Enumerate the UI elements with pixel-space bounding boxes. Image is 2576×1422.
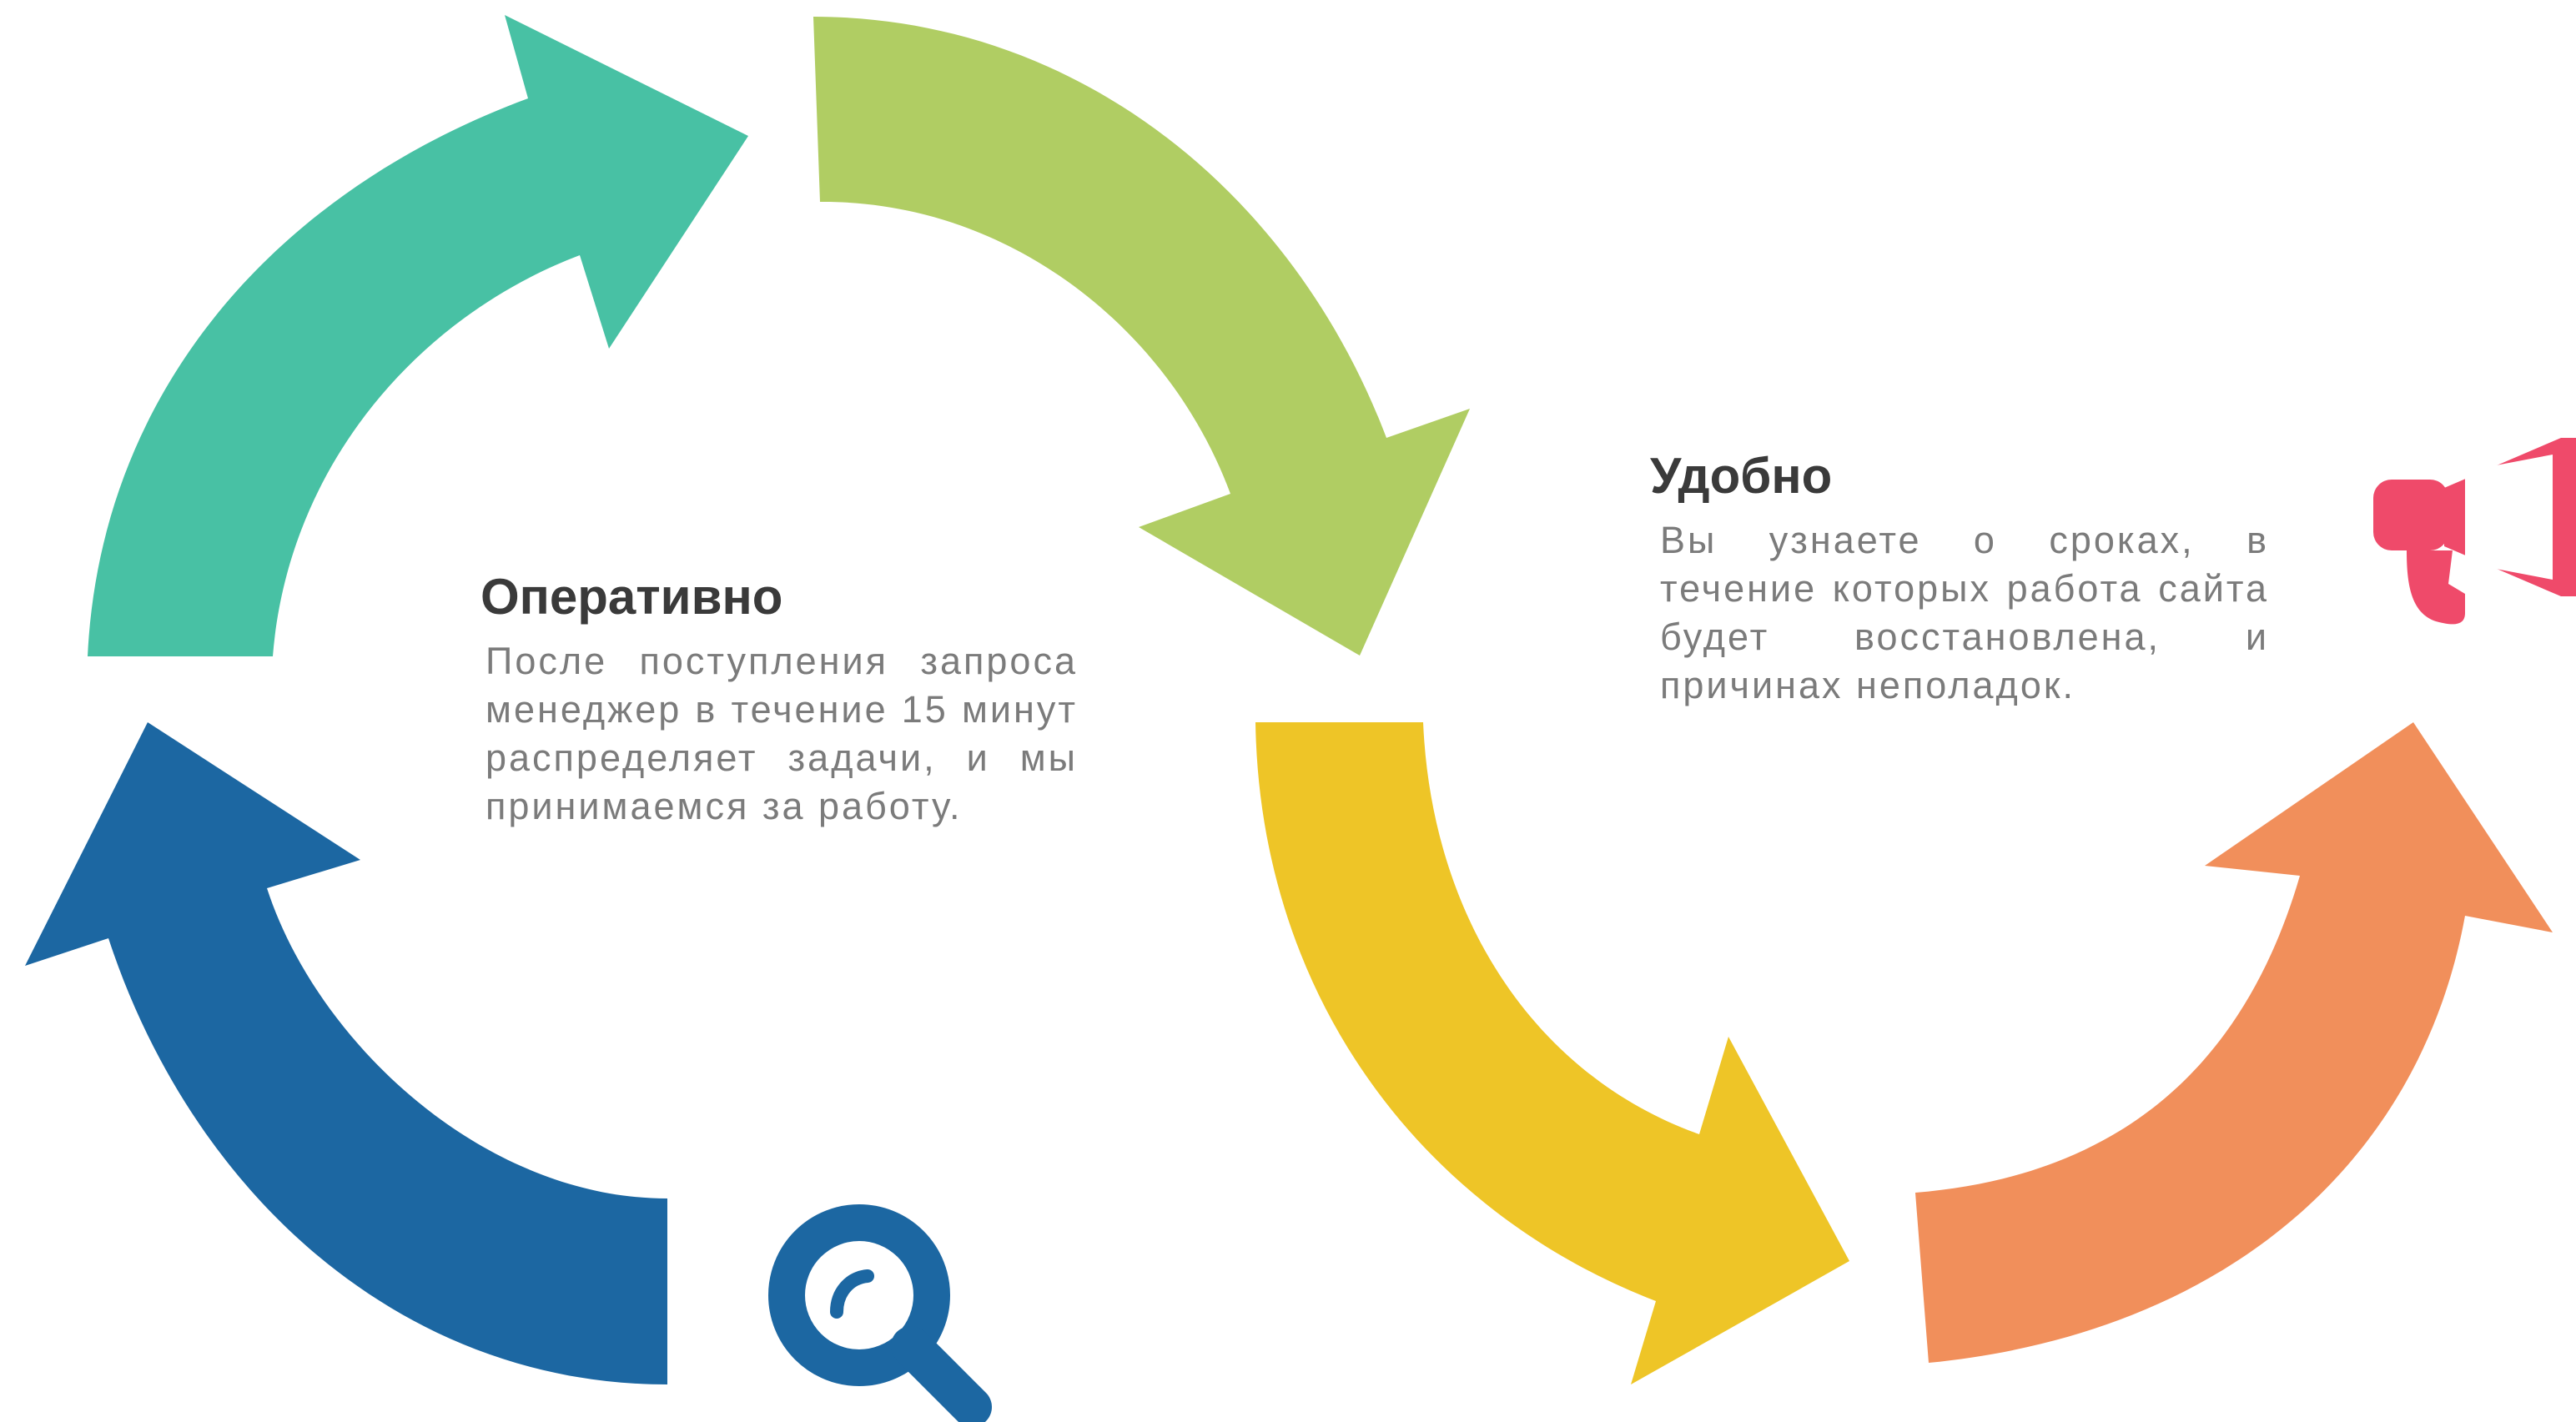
arrow-orange: [1915, 722, 2553, 1363]
block-title: Оперативно: [480, 569, 783, 625]
arrow-green: [813, 17, 1470, 656]
arrow-yellow: [1255, 722, 1849, 1384]
megaphone-icon: [2373, 438, 2576, 625]
block-description: После поступления запроса менеджер в теч…: [486, 640, 1078, 827]
block-title: Удобно: [1650, 448, 1833, 504]
magnifier-icon: [768, 1204, 992, 1422]
arrow-blue: [25, 722, 667, 1384]
block-description: Вы узнаете о сроках, в течение которых р…: [1660, 519, 2269, 706]
text-block-convenient: Удобно Вы узнаете о сроках, в течение ко…: [1650, 446, 2269, 710]
text-block-operative: Оперативно После поступления запроса мен…: [480, 567, 1078, 831]
arrow-teal: [88, 15, 748, 656]
